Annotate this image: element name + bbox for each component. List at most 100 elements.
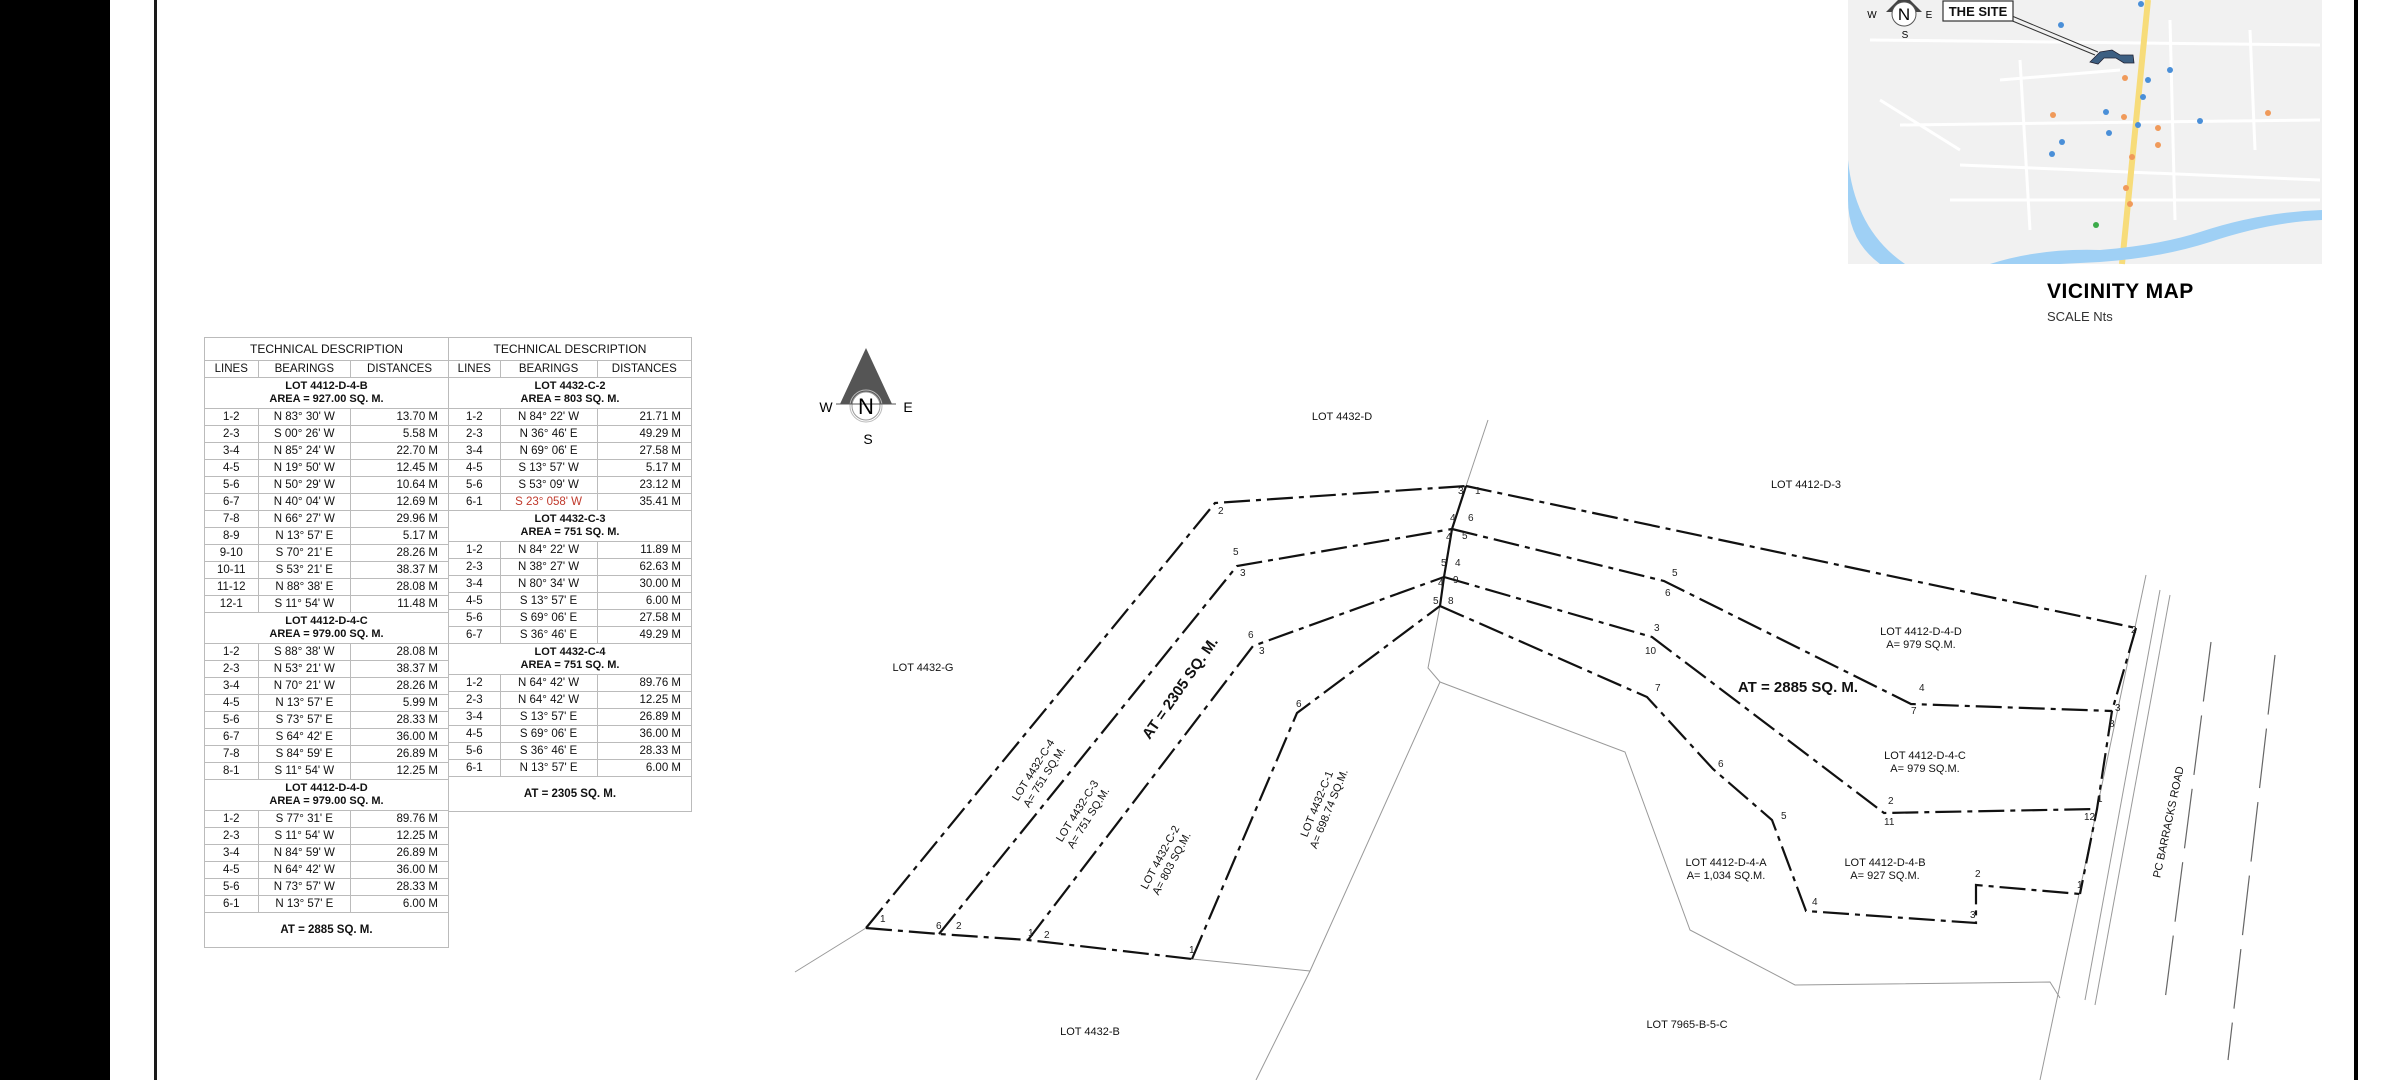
line-cell: 1-2 bbox=[204, 408, 259, 426]
bearing-cell: S 11° 54' W bbox=[257, 827, 352, 845]
lot-area: AREA = 751 SQ. M. bbox=[520, 659, 620, 671]
distance-cell: 26.89 M bbox=[596, 708, 693, 726]
distance-cell: 6.00 M bbox=[596, 759, 693, 777]
vertex-number: 8 bbox=[1448, 596, 1454, 607]
vertex-number: 6 bbox=[1468, 513, 1474, 524]
line-cell: 5-6 bbox=[204, 476, 259, 494]
bearing-cell: N 36° 46' E bbox=[499, 425, 598, 443]
map-compass-icon: N W E S bbox=[1867, 0, 1933, 41]
lot-name: LOT 4412-D-4-D bbox=[285, 782, 368, 794]
line-cell: 5-6 bbox=[204, 878, 259, 896]
bearing-cell: S 88° 38' W bbox=[257, 643, 352, 661]
lot-label-7965-b-5-c: LOT 7965-B-5-C bbox=[1646, 1019, 1727, 1031]
distance-cell: 28.26 M bbox=[350, 544, 449, 562]
svg-text:W: W bbox=[1867, 10, 1877, 21]
vertex-number: 3 bbox=[1654, 623, 1660, 634]
line-cell: 4-5 bbox=[204, 459, 259, 477]
vertex-number: 4 bbox=[1438, 578, 1444, 589]
lot-label-4412-d-3: LOT 4412-D-3 bbox=[1771, 479, 1841, 491]
line-cell: 6-7 bbox=[204, 493, 259, 511]
distance-cell: 27.58 M bbox=[596, 442, 693, 460]
distance-cell: 12.25 M bbox=[596, 691, 693, 709]
line-cell: 1-2 bbox=[448, 408, 501, 426]
distance-cell: 26.89 M bbox=[350, 844, 449, 862]
distance-cell: 28.08 M bbox=[350, 578, 449, 596]
bearing-cell: S 70° 21' E bbox=[257, 544, 352, 562]
distance-cell: 89.76 M bbox=[596, 674, 693, 692]
line-cell: 7-8 bbox=[204, 510, 259, 528]
lot-area-d4c: A= 979 SQ.M. bbox=[1890, 763, 1959, 775]
vertex-number: 2 bbox=[2131, 625, 2137, 636]
sheet-border-left bbox=[154, 0, 157, 1080]
bearing-cell: N 88° 38' E bbox=[257, 578, 352, 596]
distance-cell: 12.25 M bbox=[350, 762, 449, 780]
lot-name: LOT 4412-D-4-C bbox=[285, 615, 368, 627]
total-area: AT = 2885 SQ. M. bbox=[204, 912, 449, 948]
distance-cell: 12.25 M bbox=[350, 827, 449, 845]
bearing-cell: N 38° 27' W bbox=[499, 558, 598, 576]
line-cell: 3-4 bbox=[448, 442, 501, 460]
line-cell: 5-6 bbox=[448, 476, 501, 494]
distance-cell: 62.63 M bbox=[596, 558, 693, 576]
lot-area: AREA = 927.00 SQ. M. bbox=[269, 393, 384, 405]
line-cell: 6-7 bbox=[448, 626, 501, 644]
line-cell: 8-9 bbox=[204, 527, 259, 545]
distance-cell: 38.37 M bbox=[350, 561, 449, 579]
line-cell: 4-5 bbox=[448, 592, 501, 610]
vertex-number: 6 bbox=[936, 921, 942, 932]
line-cell: 1-2 bbox=[204, 643, 259, 661]
vertex-number: 4 bbox=[1919, 683, 1925, 694]
site-label-box bbox=[1942, 0, 2014, 22]
bearing-cell: N 64° 42' W bbox=[499, 674, 598, 692]
svg-text:E: E bbox=[903, 399, 912, 415]
line-cell: 4-5 bbox=[204, 694, 259, 712]
distance-cell: 5.17 M bbox=[596, 459, 693, 477]
bearing-cell: S 36° 46' E bbox=[499, 626, 598, 644]
bearing-cell: S 36° 46' E bbox=[499, 742, 598, 760]
road-label: PC BARRACKS ROAD bbox=[2151, 765, 2186, 879]
line-cell: 3-4 bbox=[448, 575, 501, 593]
distance-cell: 21.71 M bbox=[596, 408, 693, 426]
distance-cell: 5.17 M bbox=[350, 527, 449, 545]
lot-area-d4a: A= 1,034 SQ.M. bbox=[1687, 870, 1766, 882]
vertex-number: 5 bbox=[1233, 547, 1239, 558]
line-cell: 2-3 bbox=[204, 425, 259, 443]
line-cell: 1-2 bbox=[448, 541, 501, 559]
total-area-2305: AT = 2305 SQ. M. bbox=[1139, 634, 1222, 742]
bearing-cell: S 69° 06' E bbox=[499, 725, 598, 743]
line-cell: 2-3 bbox=[448, 425, 501, 443]
vertex-number: 1 bbox=[1028, 928, 1034, 939]
distance-cell: 11.89 M bbox=[596, 541, 693, 559]
map-pins bbox=[2049, 1, 2271, 228]
map-river-west bbox=[1848, 160, 1905, 264]
distance-cell: 38.37 M bbox=[350, 660, 449, 678]
bearing-cell: N 13° 57' E bbox=[257, 895, 352, 913]
vertex-number: 4 bbox=[1450, 513, 1456, 524]
vertex-number: 3 bbox=[1458, 486, 1464, 497]
site-label: THE SITE bbox=[1949, 4, 2008, 19]
boundary-c4-outer bbox=[865, 484, 1467, 929]
line-cell: 2-3 bbox=[448, 558, 501, 576]
bearing-cell: N 13° 57' E bbox=[499, 759, 598, 777]
distance-cell: 22.70 M bbox=[350, 442, 449, 460]
line-cell: 3-4 bbox=[204, 442, 259, 460]
line-cell: 4-5 bbox=[448, 459, 501, 477]
distance-cell: 5.58 M bbox=[350, 425, 449, 443]
distance-cell: 11.48 M bbox=[350, 595, 449, 613]
